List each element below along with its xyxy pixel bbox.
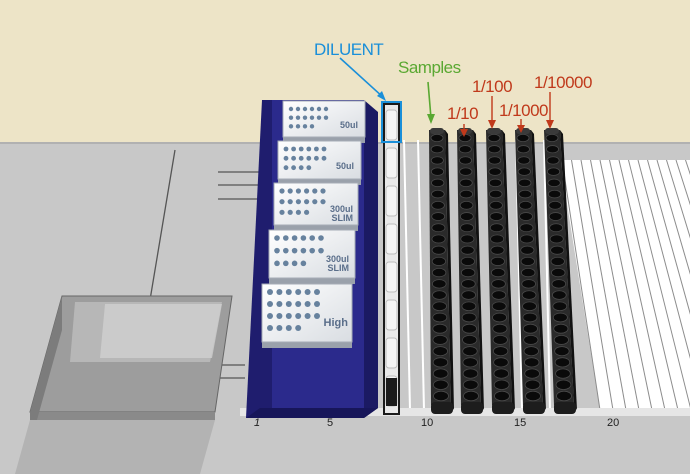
tipbox-label-1: 50ul [339, 120, 358, 130]
tip-box-1[interactable] [282, 100, 366, 143]
diluent-highlight [381, 101, 402, 143]
rack-dilution-1-100[interactable] [486, 128, 515, 414]
dilution-label-1-100: 1/100 [472, 77, 513, 96]
waste-chute [15, 295, 233, 474]
rack-dilution-1-10[interactable] [457, 128, 484, 414]
tip-box-2[interactable] [277, 140, 362, 185]
annotation-arrows [339, 57, 554, 137]
dilution-label-1-1000: 1/1000 [499, 101, 549, 120]
deck-position-20: 20 [607, 417, 620, 429]
rack-dilution-1-1000[interactable] [515, 128, 546, 414]
dilution-label-1-10000: 1/10000 [534, 73, 592, 92]
diluent-trough-column[interactable] [383, 103, 400, 415]
tip-box-5[interactable] [261, 283, 353, 348]
tip-box-4[interactable] [268, 229, 356, 284]
deck-position-15: 15 [514, 417, 527, 429]
tip-box-3[interactable] [273, 182, 359, 231]
rack-dilution-1-10000[interactable] [544, 128, 577, 414]
diluent-label: DILUENT [314, 40, 384, 59]
tipbox-label-2: 50ul [335, 161, 354, 171]
dilution-label-1-10: 1/10 [447, 104, 479, 123]
deck-position-5: 5 [327, 417, 334, 429]
deck-position-1: 1 [254, 417, 261, 429]
rack-samples[interactable] [429, 128, 454, 414]
deck-position-10: 10 [421, 417, 434, 429]
samples-label: Samples [398, 58, 461, 77]
tipbox-label-5: High [323, 317, 348, 329]
